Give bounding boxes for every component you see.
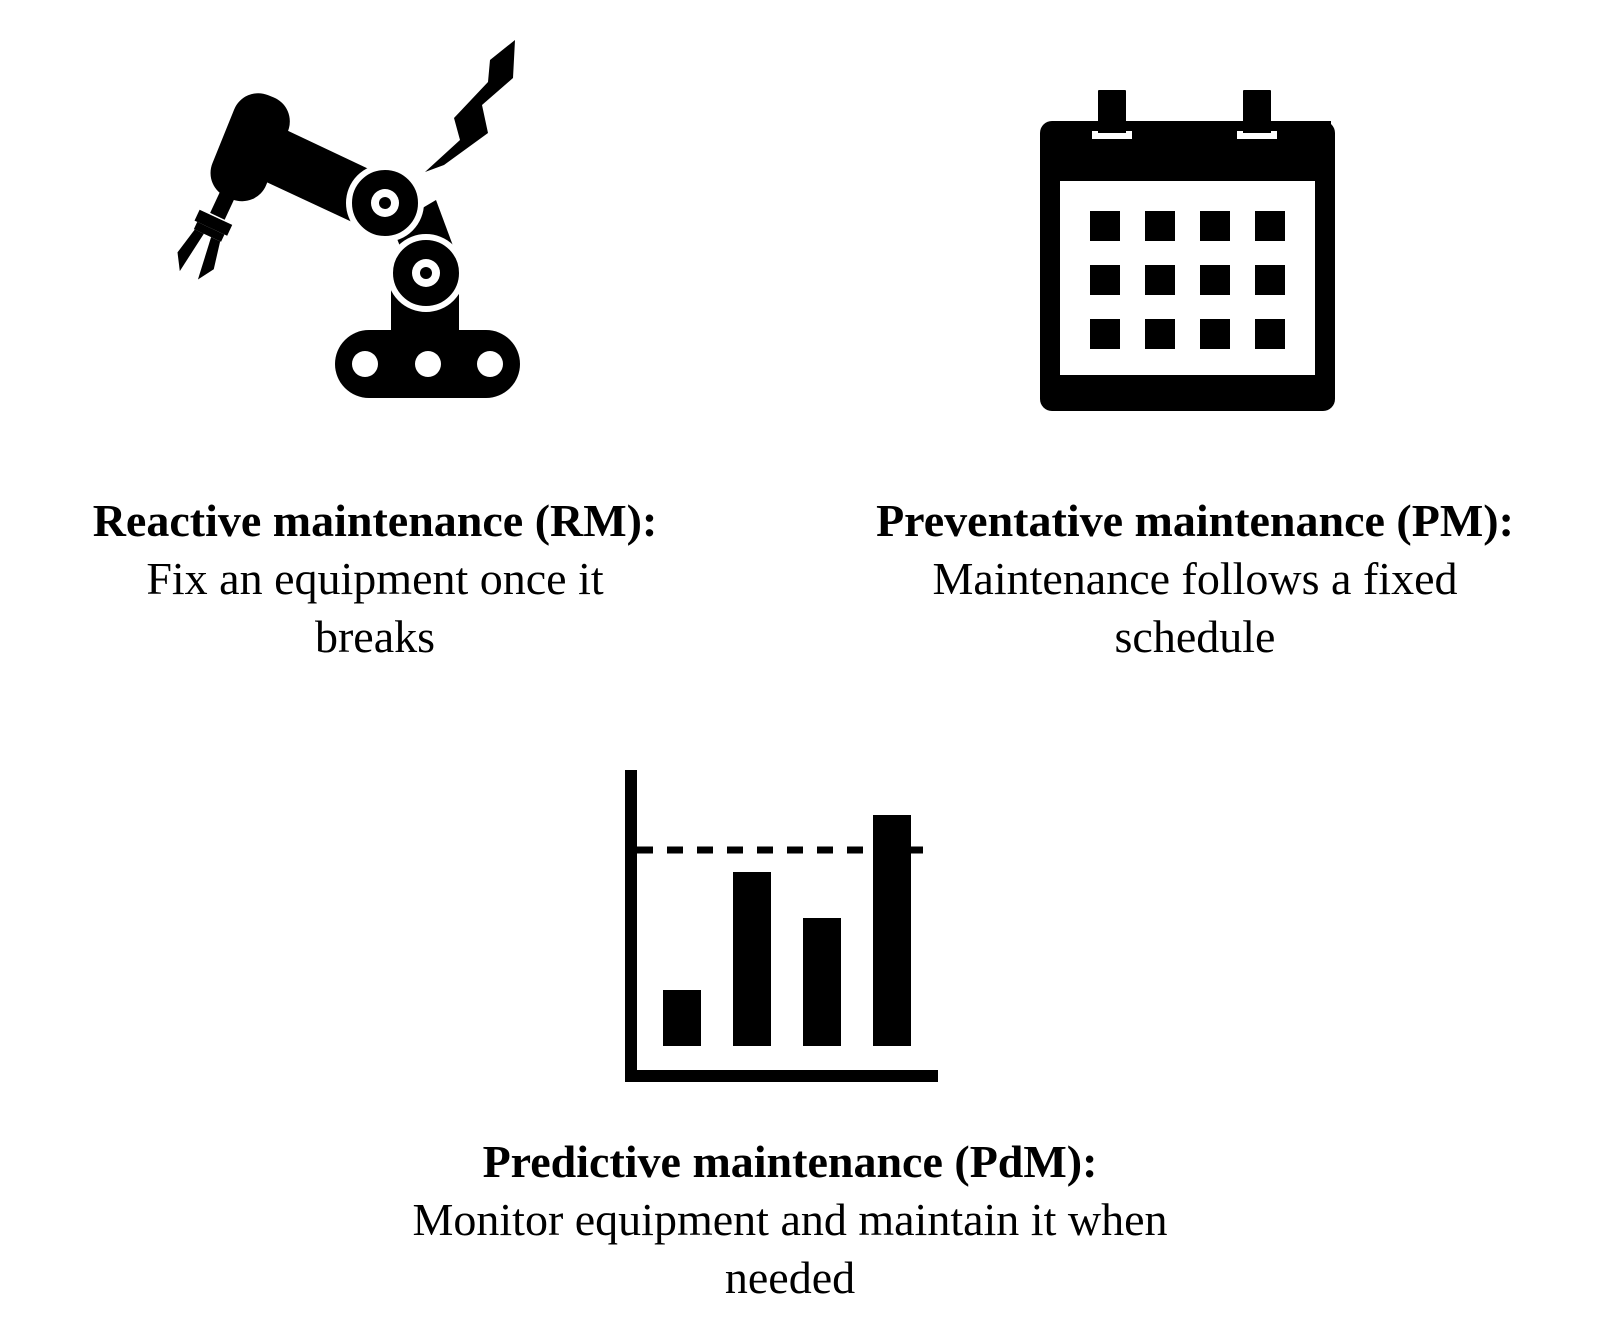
- robot-arm-icon: [177, 40, 520, 398]
- reactive-maintenance-title: Reactive maintenance (RM):: [92, 495, 658, 546]
- preventative-maintenance-description-2: schedule: [1114, 611, 1276, 662]
- chart-x-axis: [625, 1070, 938, 1082]
- preventative-maintenance-description-1: Maintenance follows a fixed: [932, 553, 1458, 604]
- reactive-maintenance-description-2: breaks: [314, 611, 436, 662]
- bar-chart-icon: [625, 770, 938, 1082]
- chart-y-axis: [625, 770, 637, 1082]
- calendar-icon: [1040, 85, 1335, 411]
- chart-bar: [873, 815, 911, 1046]
- preventative-maintenance-title: Preventative maintenance (PM):: [876, 495, 1514, 546]
- chart-bar: [803, 918, 841, 1046]
- lightning-bolt-icon: [425, 40, 515, 172]
- calendar-days: [1090, 211, 1285, 349]
- chart-bar: [733, 872, 771, 1046]
- predictive-maintenance-title: Predictive maintenance (PdM):: [482, 1136, 1098, 1187]
- predictive-maintenance-caption: Predictive maintenance (PdM): Monitor eq…: [360, 1133, 1220, 1307]
- preventative-maintenance-caption: Preventative maintenance (PM): Maintenan…: [830, 492, 1560, 666]
- reactive-maintenance-description-1: Fix an equipment once it: [146, 553, 604, 604]
- chart-bar: [663, 990, 701, 1046]
- predictive-maintenance-description-2: needed: [724, 1252, 856, 1303]
- predictive-maintenance-description-1: Monitor equipment and maintain it when: [412, 1194, 1168, 1245]
- reactive-maintenance-caption: Reactive maintenance (RM): Fix an equipm…: [40, 492, 710, 666]
